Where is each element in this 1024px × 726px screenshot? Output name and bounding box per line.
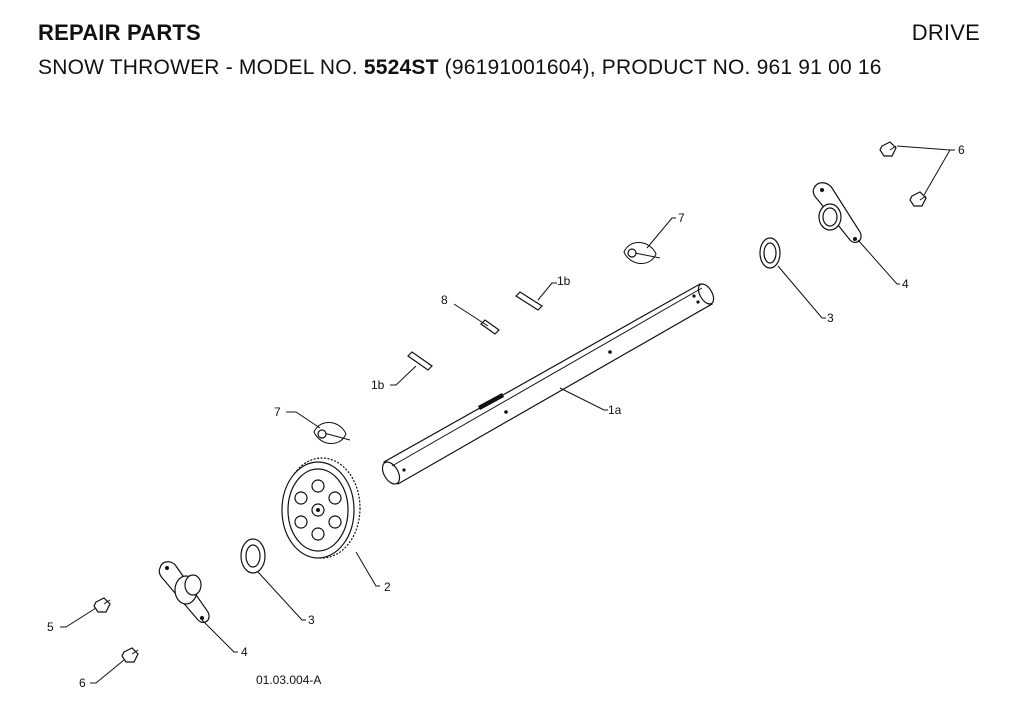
hex-bolt	[93, 597, 111, 613]
roll-pin	[480, 319, 500, 335]
callout-2: 2	[384, 580, 391, 594]
section-title: DRIVE	[911, 20, 980, 45]
callout-4-bottom: 4	[241, 645, 248, 659]
washer-top	[759, 237, 781, 269]
hairpin-clip-top	[623, 242, 661, 264]
bearing-flange-bottom	[158, 561, 210, 624]
drive-gear	[281, 457, 361, 559]
callout-7-top: 7	[678, 211, 685, 225]
callout-6-top: 6	[958, 143, 965, 157]
page-title: REPAIR PARTS	[38, 20, 201, 45]
drawing-number: 01.03.004-A	[256, 673, 321, 687]
shaft-key-bottom	[407, 351, 433, 371]
callout-6-bottom: 6	[79, 676, 86, 690]
subtitle-suffix: (96191001604), PRODUCT NO. 961 91 00 16	[438, 56, 882, 79]
carriage-bolt-top	[879, 141, 897, 157]
callout-3-top: 3	[827, 311, 834, 325]
leader-lines	[60, 145, 955, 684]
model-subtitle: SNOW THROWER - MODEL NO. 5524ST (9619100…	[38, 56, 882, 80]
model-number: 5524ST	[363, 56, 439, 79]
carriage-bolt-bottom	[121, 647, 139, 663]
callout-4-top: 4	[902, 277, 909, 291]
hairpin-clip-bottom	[313, 422, 351, 444]
subtitle-prefix: SNOW THROWER - MODEL NO.	[38, 56, 364, 79]
callout-3-bottom: 3	[308, 613, 315, 627]
callout-1b-top: 1b	[557, 274, 571, 288]
callout-5: 5	[47, 620, 54, 634]
bearing-flange-top	[812, 182, 862, 244]
axle-shaft	[381, 283, 715, 485]
shaft-key-top	[515, 291, 543, 311]
callout-1b-bottom: 1b	[371, 378, 385, 392]
callout-8: 8	[441, 293, 448, 307]
callout-1a: 1a	[608, 403, 622, 417]
carriage-bolt-top-2	[909, 191, 927, 207]
washer-bottom	[240, 538, 266, 574]
callout-7-bottom: 7	[274, 405, 281, 419]
